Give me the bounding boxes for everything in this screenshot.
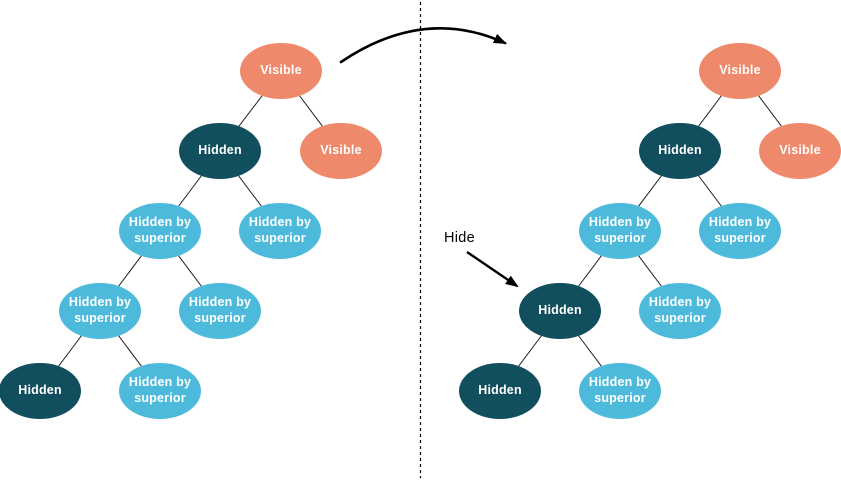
tree-node-hidden: Hidden: [179, 123, 261, 179]
tree-node-hidden_by_superior: Hidden by superior: [239, 203, 321, 259]
tree-node-hidden_by_superior: Hidden by superior: [59, 283, 141, 339]
tree-node-hidden: Hidden: [639, 123, 721, 179]
tree-node-hidden_by_superior: Hidden by superior: [579, 363, 661, 419]
tree-node-hidden_by_superior: Hidden by superior: [119, 203, 201, 259]
tree-node-hidden_by_superior: Hidden by superior: [579, 203, 661, 259]
hide-annotation-label: Hide: [444, 230, 476, 246]
tree-node-hidden_by_superior: Hidden by superior: [699, 203, 781, 259]
tree-node-hidden_by_superior: Hidden by superior: [179, 283, 261, 339]
tree-node-hidden: Hidden: [459, 363, 541, 419]
tree-node-visible: Visible: [240, 43, 322, 99]
annotation-arrows: [339, 2, 519, 478]
hide-arrow: [466, 251, 519, 288]
transform-arrow: [339, 27, 507, 64]
tree-node-visible: Visible: [759, 123, 841, 179]
tree-node-visible: Visible: [300, 123, 382, 179]
tree-node-hidden_by_superior: Hidden by superior: [119, 363, 201, 419]
tree-node-hidden: Hidden: [0, 363, 81, 419]
tree-node-hidden: Hidden: [519, 283, 601, 339]
tree-node-visible: Visible: [699, 43, 781, 99]
tree-node-hidden_by_superior: Hidden by superior: [639, 283, 721, 339]
